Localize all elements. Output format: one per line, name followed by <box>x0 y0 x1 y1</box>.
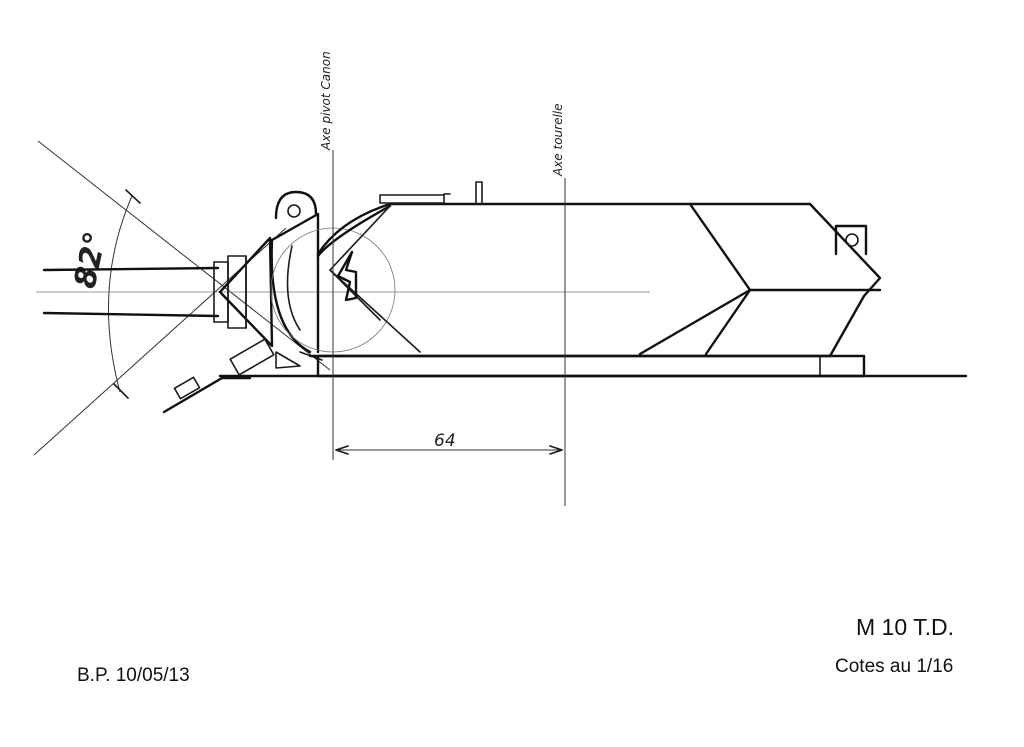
axis-gun-pivot-label: Axe pivot Canon <box>319 51 333 151</box>
angle-label: 82° <box>68 229 114 292</box>
drawing-title: M 10 T.D. <box>856 614 954 640</box>
hull-front-details <box>162 338 301 414</box>
dimension-label: 64 <box>434 431 456 451</box>
dimension-line <box>335 445 563 455</box>
scale-note: Cotes au 1/16 <box>835 656 954 677</box>
turret-base <box>299 351 866 378</box>
axis-turret-label: Axe tourelle <box>551 103 565 177</box>
angle-construction-lines <box>33 140 331 456</box>
mantlet-shield <box>270 190 320 354</box>
turret-body <box>308 181 882 358</box>
author-date: B.P. 10/05/13 <box>77 665 190 686</box>
gun-barrel <box>42 266 220 318</box>
